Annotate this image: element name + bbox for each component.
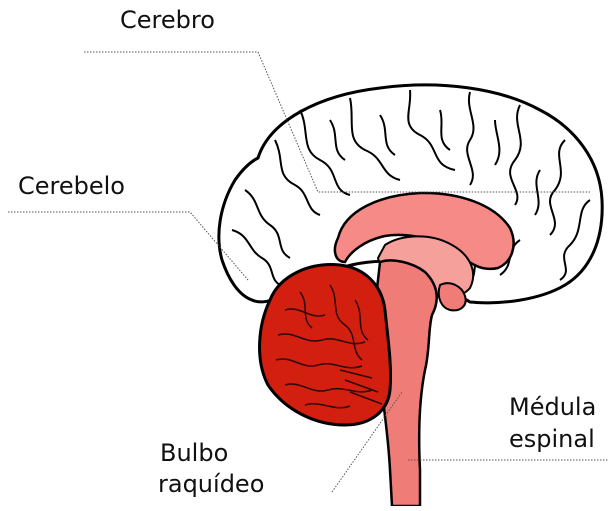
leader-cerebelo xyxy=(8,212,248,280)
label-bulbo-line1: Bulbo xyxy=(160,439,228,468)
label-cerebro: Cerebro xyxy=(120,6,215,35)
label-cerebelo: Cerebelo xyxy=(18,172,125,201)
label-medula-line2: espinal xyxy=(509,425,595,454)
cerebellum xyxy=(260,265,391,425)
label-medula-line1: Médula xyxy=(509,393,596,422)
label-bulbo-line2: raquídeo xyxy=(158,470,264,499)
